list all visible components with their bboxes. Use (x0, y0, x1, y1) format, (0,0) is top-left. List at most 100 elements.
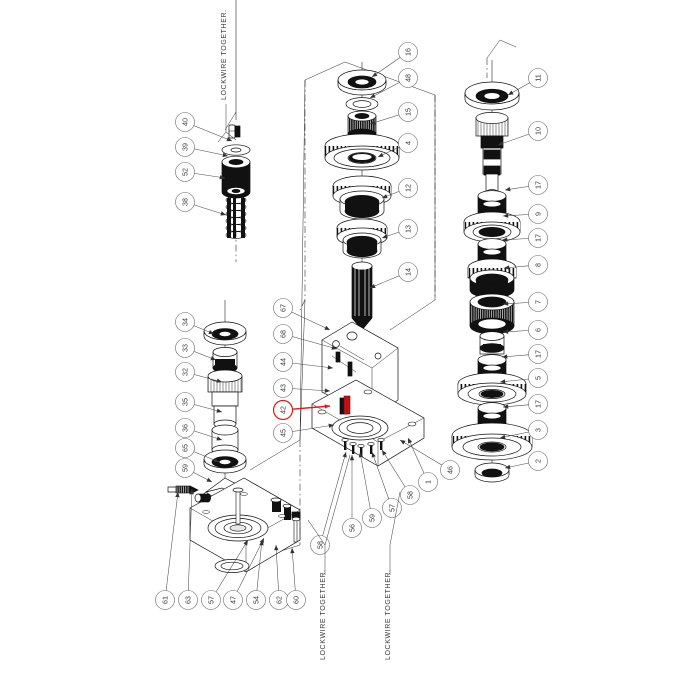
callout-57[interactable]: 57 (371, 451, 402, 518)
callout-59[interactable]: 59 (358, 451, 382, 528)
callout-bubble[interactable] (528, 292, 548, 312)
callout-bubble[interactable] (528, 368, 548, 388)
callout-bubble[interactable] (398, 102, 418, 122)
callout-48[interactable]: 48 (369, 68, 418, 99)
callout-bubble[interactable] (398, 133, 418, 153)
callout-12[interactable]: 12 (381, 178, 418, 199)
callout-bubble[interactable] (528, 204, 548, 224)
part-38-spring (225, 196, 247, 239)
callout-bubble[interactable] (528, 394, 548, 414)
callout-17[interactable]: 17 (502, 394, 548, 414)
callout-7[interactable]: 7 (502, 292, 548, 312)
callout-33[interactable]: 33 (175, 338, 217, 361)
callout-bubble[interactable] (175, 338, 195, 358)
callout-bubble[interactable] (286, 590, 306, 610)
callout-45[interactable]: 45 (273, 423, 335, 443)
callout-52[interactable]: 52 (175, 162, 226, 182)
callout-16[interactable]: 16 (371, 42, 418, 78)
callout-15[interactable]: 15 (369, 102, 418, 125)
callout-bubble[interactable] (528, 451, 548, 471)
callout-44[interactable]: 44 (273, 352, 334, 372)
callout-57[interactable]: 57 (201, 539, 249, 610)
callout-bubble[interactable] (175, 438, 195, 458)
callout-17[interactable]: 17 (501, 228, 548, 248)
callout-bubble[interactable] (398, 262, 418, 282)
callout-bubble[interactable] (272, 399, 294, 421)
callout-bubble[interactable] (273, 352, 293, 372)
callout-bubble[interactable] (528, 228, 548, 248)
callout-bubble[interactable] (155, 590, 175, 610)
callout-bubble[interactable] (273, 298, 293, 318)
callout-bubble[interactable] (382, 498, 402, 518)
callout-bubble[interactable] (175, 458, 195, 478)
callout-bubble[interactable] (418, 472, 438, 492)
callout-bubble[interactable] (440, 460, 460, 480)
callout-bubble[interactable] (175, 112, 195, 132)
callout-bubble[interactable] (246, 590, 266, 610)
callout-bubble[interactable] (528, 255, 548, 275)
callout-bubble[interactable] (528, 121, 548, 141)
callout-34[interactable]: 34 (175, 312, 215, 335)
callout-40[interactable]: 40 (175, 112, 233, 142)
callout-59[interactable]: 59 (175, 458, 213, 483)
callout-47[interactable]: 47 (223, 537, 265, 610)
callout-2[interactable]: 2 (504, 451, 548, 471)
callout-bubble[interactable] (273, 423, 293, 443)
callout-bubble[interactable] (175, 137, 195, 157)
callout-17[interactable]: 17 (501, 344, 548, 364)
callout-32[interactable]: 32 (175, 362, 223, 383)
callout-17[interactable]: 17 (504, 175, 548, 195)
callout-6[interactable]: 6 (502, 320, 548, 340)
callout-10[interactable]: 10 (497, 121, 548, 146)
callout-54[interactable]: 54 (246, 539, 266, 610)
callout-bubble[interactable] (528, 420, 548, 440)
callout-bubble[interactable] (528, 68, 548, 88)
callout-bubble[interactable] (362, 508, 382, 528)
callout-bubble[interactable] (398, 68, 418, 88)
callout-42[interactable]: 42 (272, 399, 331, 421)
callout-bubble[interactable] (528, 344, 548, 364)
callout-43[interactable]: 43 (273, 378, 331, 398)
callout-9[interactable]: 9 (502, 204, 548, 224)
callout-1[interactable]: 1 (407, 437, 438, 492)
callout-65[interactable]: 65 (175, 438, 220, 463)
callout-56[interactable]: 56 (342, 455, 362, 538)
callout-61[interactable]: 61 (155, 491, 180, 610)
callout-63[interactable]: 63 (178, 488, 198, 610)
callout-67[interactable]: 67 (273, 298, 331, 331)
callout-bubble[interactable] (201, 590, 221, 610)
callout-bubble[interactable] (175, 392, 195, 412)
callout-3[interactable]: 3 (499, 420, 548, 440)
callout-35[interactable]: 35 (175, 392, 223, 413)
callout-bubble[interactable] (398, 42, 418, 62)
callout-bubble[interactable] (342, 518, 362, 538)
callout-bubble[interactable] (175, 362, 195, 382)
callout-46[interactable]: 46 (399, 439, 460, 480)
callout-68[interactable]: 68 (273, 324, 338, 350)
callout-60[interactable]: 60 (286, 547, 306, 610)
callout-bubble[interactable] (400, 485, 420, 505)
callout-8[interactable]: 8 (503, 255, 548, 275)
callout-14[interactable]: 14 (369, 262, 418, 289)
callout-13[interactable]: 13 (381, 219, 418, 239)
callout-36[interactable]: 36 (175, 418, 223, 441)
callout-bubble[interactable] (175, 418, 195, 438)
callout-number: 47 (229, 596, 238, 604)
callout-bubble[interactable] (528, 175, 548, 195)
callout-bubble[interactable] (528, 320, 548, 340)
callout-4[interactable]: 4 (377, 133, 418, 158)
callout-39[interactable]: 39 (175, 137, 229, 158)
callout-38[interactable]: 38 (175, 192, 227, 216)
callout-bubble[interactable] (175, 162, 195, 182)
callout-11[interactable]: 11 (507, 68, 548, 96)
callout-bubble[interactable] (273, 324, 293, 344)
callout-bubble[interactable] (223, 590, 243, 610)
callout-bubble[interactable] (178, 590, 198, 610)
callout-bubble[interactable] (398, 219, 418, 239)
callout-5[interactable]: 5 (499, 368, 548, 388)
callout-bubble[interactable] (175, 192, 195, 212)
callout-bubble[interactable] (273, 378, 293, 398)
callout-bubble[interactable] (398, 178, 418, 198)
callout-bubble[interactable] (175, 312, 195, 332)
callout-58[interactable]: 58 (381, 449, 420, 505)
